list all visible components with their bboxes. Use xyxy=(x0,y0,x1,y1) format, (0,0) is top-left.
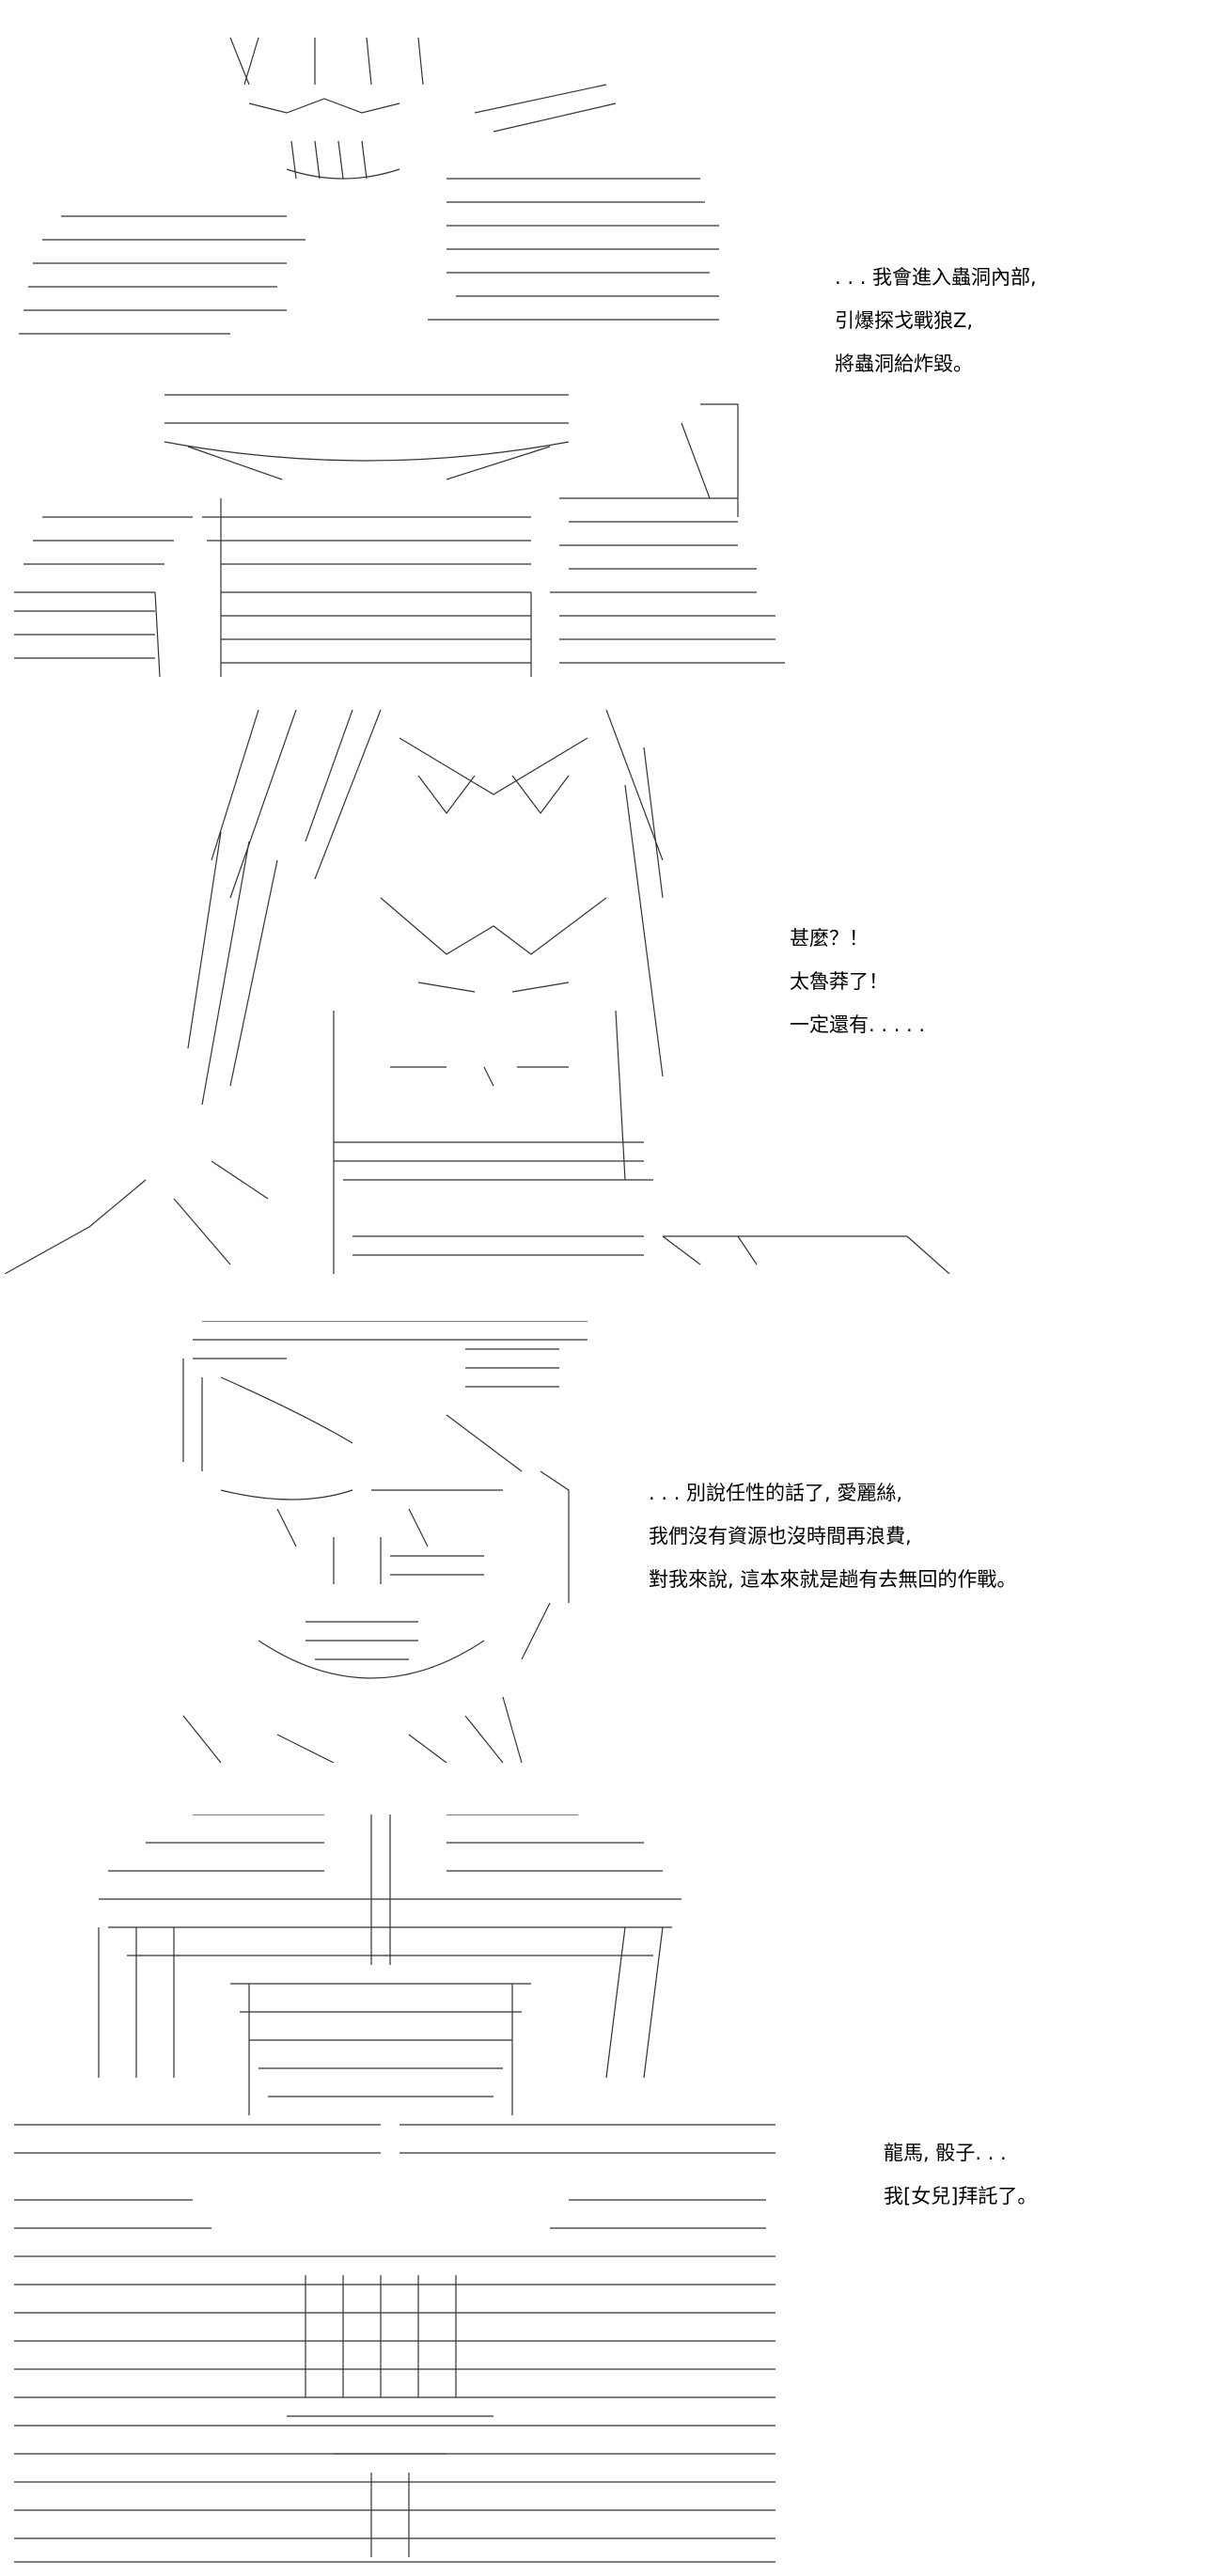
ascii-art-2 xyxy=(5,710,954,1274)
panel-4: 龍馬, 骰子. . . 我[女兒]拜託了。 xyxy=(0,1800,1222,2567)
dialogue-2: 甚麼？！ 太魯莽了！ 一定還有. . . . . xyxy=(790,917,925,1046)
dialogue-4: 龍馬, 骰子. . . 我[女兒]拜託了。 xyxy=(884,2131,1037,2218)
dialogue-line: 引爆探戈戰狼Z, xyxy=(835,309,974,332)
panel-2: 甚麼？！ 太魯莽了！ 一定還有. . . . . xyxy=(0,700,1222,1274)
dialogue-line: 甚麼？！ xyxy=(790,927,869,950)
dialogue-line: . . . 別說任性的話了, 愛麗絲, xyxy=(649,1482,903,1504)
dialogue-line: . . . 我會進入蟲洞內部, xyxy=(835,266,1037,289)
dialogue-line: 對我來說, 這本來就是趟有去無回的作戰。 xyxy=(649,1568,1017,1591)
dialogue-line: 太魯莽了！ xyxy=(790,970,888,993)
dialogue-3: . . . 別說任性的話了, 愛麗絲, 我們沒有資源也沒時間再浪費, 對我來說,… xyxy=(649,1471,1016,1601)
dialogue-line: 我們沒有資源也沒時間再浪費, xyxy=(649,1525,912,1547)
dialogue-line: 我[女兒]拜託了。 xyxy=(884,2185,1038,2207)
dialogue-line: 一定還有. . . . . xyxy=(790,1013,926,1036)
panel-1: . . . 我會進入蟲洞內部, 引爆探戈戰狼Z, 將蟲洞給炸毀。 xyxy=(0,0,1222,677)
ascii-art-4 xyxy=(5,1814,785,2567)
dialogue-line: 將蟲洞給炸毀。 xyxy=(835,353,973,375)
panel-3: . . . 別說任性的話了, 愛麗絲, 我們沒有資源也沒時間再浪費, 對我來說,… xyxy=(0,1312,1222,1763)
ascii-art-1 xyxy=(5,28,790,677)
dialogue-line: 龍馬, 骰子. . . xyxy=(884,2142,1007,2164)
ascii-art-3 xyxy=(164,1321,630,1763)
dialogue-1: . . . 我會進入蟲洞內部, 引爆探戈戰狼Z, 將蟲洞給炸毀。 xyxy=(835,256,1037,385)
